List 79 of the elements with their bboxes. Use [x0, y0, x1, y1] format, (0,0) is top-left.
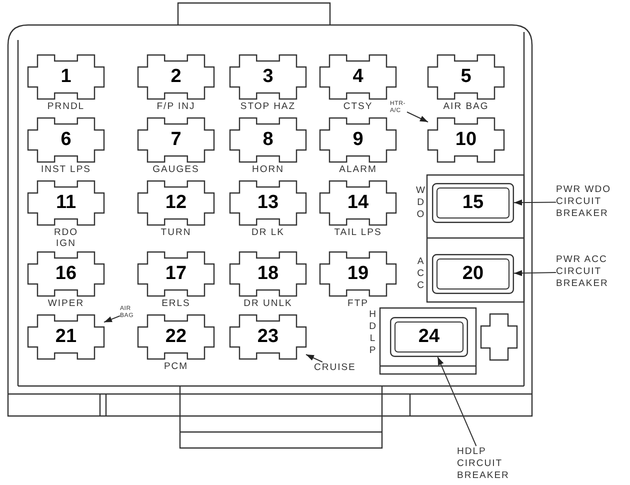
fuse-label: TAIL LPS	[334, 227, 382, 238]
leader-line	[406, 112, 428, 122]
leader-line	[437, 356, 477, 446]
fuse-number: 22	[165, 327, 187, 347]
leader-line	[306, 354, 323, 362]
circuit-breaker	[432, 254, 514, 294]
fuse	[230, 315, 306, 359]
fuse-label: F/P INJ	[156, 101, 196, 112]
fuse-number: 21	[55, 327, 77, 347]
fuse-label: HORN	[252, 164, 284, 175]
fuse	[320, 252, 396, 296]
leader-line	[514, 270, 556, 276]
callout-label: CRUISE	[314, 362, 357, 374]
fuse-number: 8	[262, 130, 274, 150]
fuse-number: 13	[257, 193, 279, 213]
fuse-number: 23	[257, 327, 279, 347]
fuse	[28, 181, 104, 225]
fuse	[28, 315, 104, 359]
leader-line	[514, 200, 556, 206]
callout-label: HDLP CIRCUIT BREAKER	[457, 446, 511, 482]
fuse	[320, 118, 396, 162]
leader-line	[104, 315, 120, 323]
fuse	[138, 315, 214, 359]
fuse-number: 1	[60, 67, 72, 87]
fuse	[320, 55, 396, 99]
fuse	[138, 252, 214, 296]
fuse-number: 18	[257, 264, 279, 284]
fuse	[230, 252, 306, 296]
callout-label: PWR ACC CIRCUIT BREAKER	[556, 254, 610, 290]
fuse-label: FTP	[347, 298, 369, 309]
fuse-label: DR UNLK	[243, 298, 293, 309]
fuse	[230, 118, 306, 162]
fuse	[138, 55, 214, 99]
fuse-number: 11	[56, 193, 76, 213]
fuse	[428, 55, 504, 99]
fuse	[320, 181, 396, 225]
fuse-number: 9	[352, 130, 364, 150]
fuse-number: 17	[165, 264, 187, 284]
fuse	[138, 181, 214, 225]
fuse-label: TURN	[160, 227, 192, 238]
vertical-label: WDO	[416, 185, 425, 221]
fuse-number: 15	[462, 193, 484, 213]
fuse-label: DR LK	[251, 227, 285, 238]
fuse-number: 14	[347, 193, 369, 213]
fuse-label: PRNDL	[46, 101, 86, 112]
fuse-number: 3	[262, 67, 274, 87]
fuse	[28, 118, 104, 162]
fuse-number: 24	[418, 327, 440, 347]
fuse-label: ERLS	[161, 298, 191, 309]
fuse-number: 12	[165, 193, 187, 213]
fuse-number: 7	[170, 130, 182, 150]
fuse-label: INST LPS	[40, 164, 92, 175]
circuit-breaker	[432, 183, 514, 223]
fuse	[138, 118, 214, 162]
fuse-number: 19	[347, 264, 369, 284]
fuse-number: 16	[55, 264, 77, 284]
fuse	[28, 55, 104, 99]
callout-label: PWR WDO CIRCUIT BREAKER	[556, 184, 613, 220]
vertical-label: HDLP	[368, 309, 377, 357]
fuse	[230, 55, 306, 99]
fuse-label: GAUGES	[152, 164, 200, 175]
fuse-label: WIPER	[47, 298, 85, 309]
fuse-number: 5	[460, 67, 472, 87]
fuse-label: AIR BAG	[442, 101, 490, 112]
fuse-label: CTSY	[342, 101, 374, 112]
fuse	[28, 252, 104, 296]
fuse	[230, 181, 306, 225]
fuse-label: STOP HAZ	[240, 101, 296, 112]
fuse-number: 2	[170, 67, 182, 87]
fuse-label: PCM	[163, 361, 189, 372]
fuse-number: 20	[462, 264, 484, 284]
fuse-label: RDO IGN	[53, 227, 79, 249]
fuse-number: 10	[455, 130, 477, 150]
fuse-number: 4	[352, 67, 364, 87]
fuse-label: ALARM	[338, 164, 378, 175]
fuse-number: 6	[60, 130, 72, 150]
vertical-label: ACC	[416, 256, 425, 292]
circuit-breaker	[390, 317, 468, 357]
fuse	[428, 118, 504, 162]
